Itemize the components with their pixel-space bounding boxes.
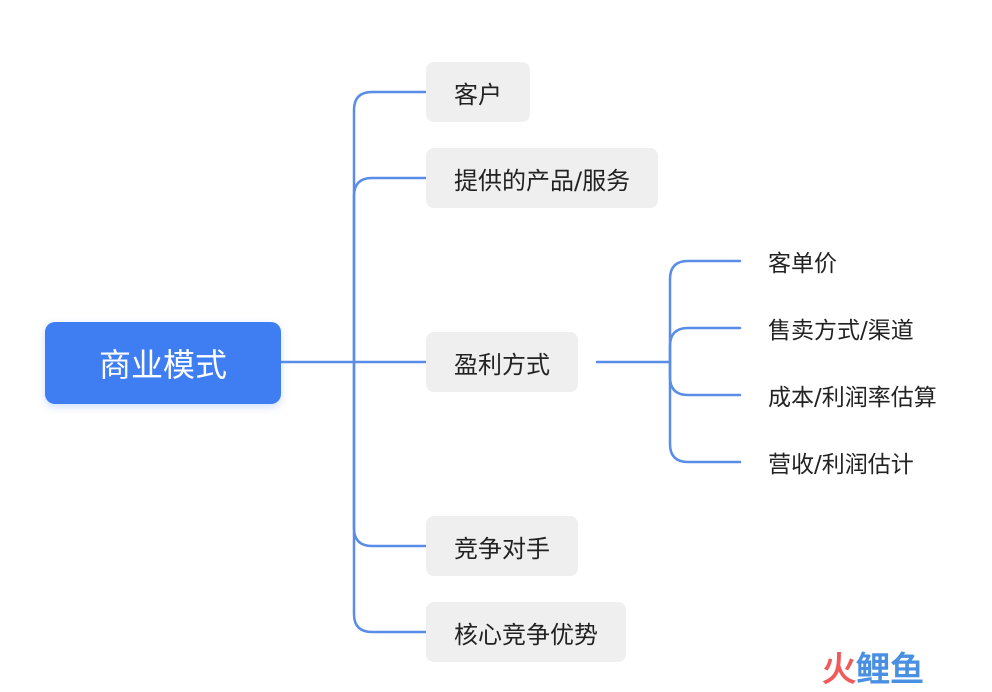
connector-leaf-3 — [668, 360, 742, 464]
leaf-label: 售卖方式/渠道 — [768, 318, 914, 344]
branch-node-revenue[interactable]: 盈利方式 — [426, 332, 578, 392]
branch-label: 提供的产品/服务 — [454, 166, 631, 195]
branch-node-offering[interactable]: 提供的产品/服务 — [426, 148, 659, 208]
root-label: 商业模式 — [98, 346, 227, 384]
branch-label: 客户 — [454, 80, 502, 109]
leaf-node-unit-price[interactable]: 客单价 — [768, 244, 837, 278]
branch-label: 核心竞争优势 — [454, 620, 598, 649]
watermark-logo: 火 鲤鱼 — [822, 644, 924, 690]
watermark-left: 火 — [822, 649, 856, 690]
connector-branch-1 — [352, 176, 428, 364]
root-node[interactable]: 商业模式 — [45, 322, 281, 404]
connector-branch-3 — [352, 360, 428, 634]
leaf-label: 客单价 — [768, 251, 837, 277]
watermark-right: 鲤鱼 — [856, 649, 924, 690]
branch-label: 盈利方式 — [454, 350, 550, 379]
connector-branch-0 — [352, 90, 428, 364]
leaf-label: 成本/利润率估算 — [768, 385, 937, 411]
branch-node-competitors[interactable]: 竞争对手 — [426, 516, 578, 576]
connector-leaf-0 — [668, 259, 742, 364]
leaf-node-revenue-profit[interactable]: 营收/利润估计 — [768, 445, 914, 479]
leaf-node-cost-margin[interactable]: 成本/利润率估算 — [768, 378, 937, 412]
leaf-node-sales-channel[interactable]: 售卖方式/渠道 — [768, 311, 914, 345]
connector-leaf-2 — [668, 360, 742, 397]
branch-node-customer[interactable]: 客户 — [426, 62, 530, 122]
connector-branch-2 — [352, 360, 428, 548]
branch-label: 竞争对手 — [454, 534, 550, 563]
branch-node-core-advantage[interactable]: 核心竞争优势 — [426, 602, 626, 662]
leaf-label: 营收/利润估计 — [768, 452, 914, 478]
connector-leaf-1 — [668, 326, 742, 364]
